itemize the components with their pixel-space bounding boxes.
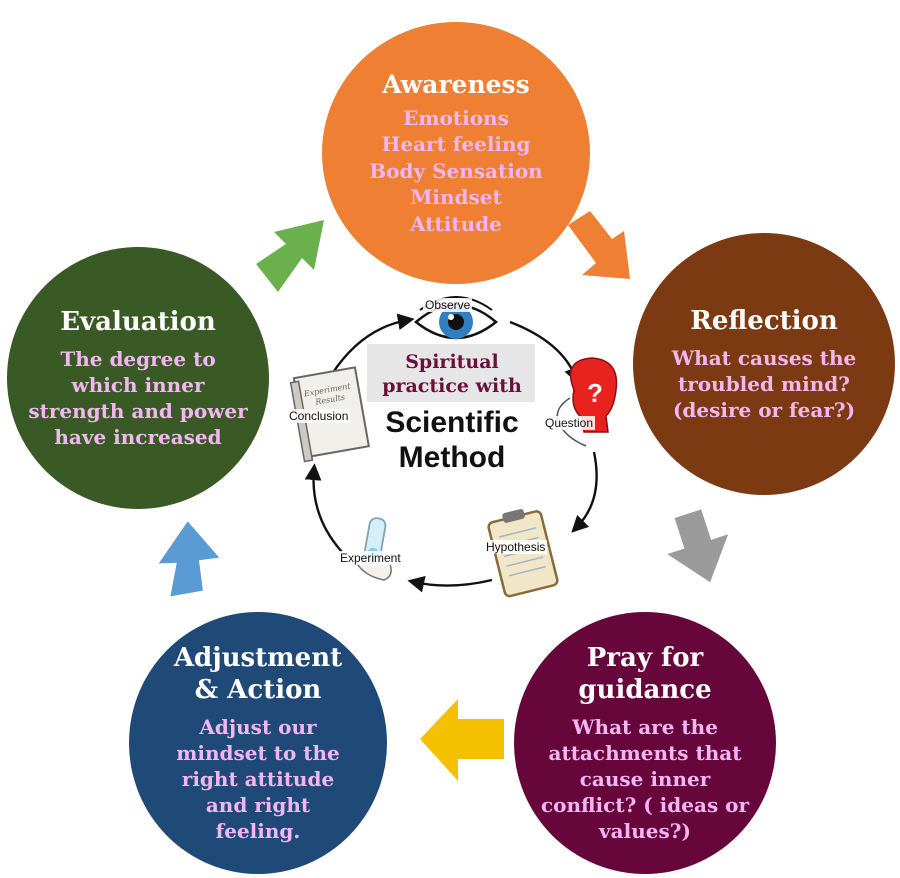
arrow-awareness-to-reflection xyxy=(568,211,630,279)
adjust-title: Adjustment & Action xyxy=(173,643,343,705)
center-title: Scientific Method xyxy=(385,406,519,474)
evaluation-circle: Evaluation The degree to which inner str… xyxy=(7,247,269,509)
center-highlight-box xyxy=(367,344,535,402)
test-tube-icon xyxy=(355,517,392,581)
awareness-title: Awareness xyxy=(382,69,530,99)
head-question-icon: ? xyxy=(556,357,618,447)
adjust-circle: Adjustment & Action Adjust our mindset t… xyxy=(129,612,387,874)
reflection-circle: Reflection What causes the troubled mind… xyxy=(633,233,895,495)
cycle-arc-experiment-conclusion xyxy=(304,463,343,553)
center-subtitle: Spiritual practice with xyxy=(382,351,522,397)
step-experiment-label: Experiment xyxy=(338,551,403,565)
cycle-arc-question-hypothesis xyxy=(571,451,598,533)
step-hypothesis-label: Hypothesis xyxy=(484,540,548,554)
evaluation-body: The degree to which inner strength and p… xyxy=(28,347,248,449)
awareness-circle: Awareness Emotions Heart feeling Body Se… xyxy=(322,22,590,284)
evaluation-title: Evaluation xyxy=(60,307,216,337)
pray-circle: Pray for guidance What are the attachmen… xyxy=(514,612,776,874)
arrow-pray-to-adjust xyxy=(420,699,504,781)
cycle-arc-conclusion-observe xyxy=(330,313,415,375)
pray-body: What are the attachments that cause inne… xyxy=(540,715,750,843)
arrow-reflection-to-pray xyxy=(667,509,729,583)
adjust-body: Adjust our mindset to the right attitude… xyxy=(176,715,340,843)
awareness-body: Emotions Heart feeling Body Sensation Mi… xyxy=(369,105,543,236)
step-conclusion-label: Conclusion xyxy=(287,409,351,423)
cycle-arc-hypothesis-experiment xyxy=(407,575,493,593)
reflection-title: Reflection xyxy=(690,306,838,336)
step-question-label: Question xyxy=(543,416,596,430)
reflection-body: What causes the troubled mind? (desire o… xyxy=(671,346,857,422)
arrow-adjust-to-evaluation xyxy=(158,521,220,597)
eye-icon xyxy=(414,296,498,340)
svg-text:?: ? xyxy=(587,378,603,408)
arrow-evaluation-to-awareness xyxy=(256,220,324,292)
step-observe-label: Observe xyxy=(423,298,473,312)
pray-title: Pray for guidance xyxy=(578,643,712,705)
